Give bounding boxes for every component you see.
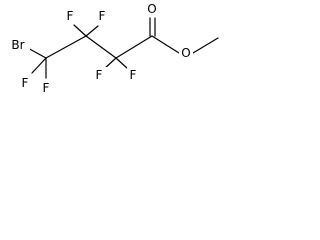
fluorine-label-c4-left: F (22, 76, 29, 90)
bond-c1-o-ester (151, 35, 180, 54)
fluorine-label-c2-left: F (96, 68, 103, 82)
chemical-structure-diagram: Br F F F F F F O O (8, 1, 219, 98)
bond-c3-f-upleft (73, 24, 87, 37)
bond-c4-c3 (45, 35, 87, 59)
fluorine-label-c3-left: F (67, 9, 74, 23)
bond-o-methyl (192, 37, 219, 54)
oxygen-label-carbonyl: O (147, 2, 156, 16)
atom-label-layer: Br F F F F F F O O (8, 1, 193, 98)
bromine-label: Br (11, 38, 24, 52)
bond-c2-f-downright (115, 57, 129, 70)
bond-c3-c2 (85, 35, 117, 59)
fluorine-label-c2-right: F (130, 68, 137, 82)
bond-c3-f-upright (85, 25, 99, 37)
bond-c4-f-left (31, 57, 47, 74)
oxygen-label-ester: O (181, 46, 190, 60)
fluorine-label-c4-down: F (43, 81, 50, 95)
fluorine-label-c3-right: F (99, 9, 106, 23)
bond-c2-c1 (115, 35, 153, 59)
